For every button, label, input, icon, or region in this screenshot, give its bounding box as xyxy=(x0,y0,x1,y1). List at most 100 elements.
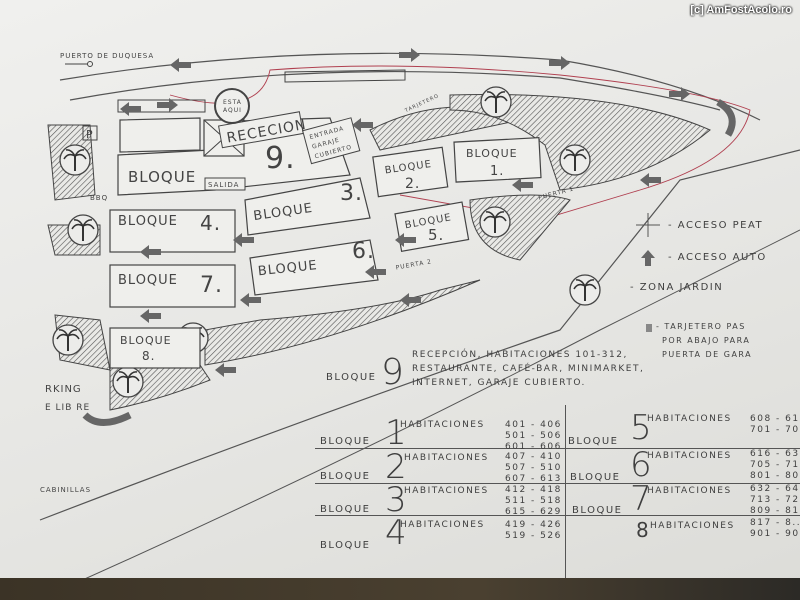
palm-icon xyxy=(559,144,591,176)
block-number: 2. xyxy=(405,176,420,192)
exit-label: SALIDA xyxy=(208,181,239,189)
palm-icon xyxy=(480,86,512,118)
pedestrian-access-icon xyxy=(636,213,660,237)
palm-icon xyxy=(112,366,144,398)
room-range: 607 - 613 xyxy=(505,474,562,484)
block-label: BLOQUE xyxy=(120,334,172,347)
block-label: BLOQUE xyxy=(128,168,196,186)
garden-zone-icon xyxy=(569,274,601,306)
parking-label: E LIB RE xyxy=(45,403,90,413)
room-range: 407 - 410 xyxy=(505,452,562,462)
block-number: 7. xyxy=(200,273,223,298)
rooms-label: HABITACIONES xyxy=(404,453,489,463)
block-number: 8 xyxy=(636,518,651,542)
block-2-building xyxy=(372,146,449,198)
room-range: 616 - 630 xyxy=(750,449,800,459)
you-are-here-text: ESTA xyxy=(223,99,242,106)
room-range: 713 - 720 xyxy=(750,495,800,505)
legend-tarjetero: - TARJETERO PAS xyxy=(656,322,746,331)
room-range: 632 - 646 xyxy=(750,484,800,494)
legend-tarjetero: POR ABAJO PARA xyxy=(662,336,751,345)
room-range: 901 - 90. xyxy=(750,529,800,539)
block-number: 6. xyxy=(352,239,375,264)
block-label: BLOQUE xyxy=(118,214,178,229)
route-line xyxy=(169,65,751,221)
block-number: 4. xyxy=(200,211,221,235)
room-range: 809 - 816 xyxy=(750,506,800,516)
room-range: 615 - 629 xyxy=(505,507,562,517)
block-label: BLOQUE xyxy=(466,147,518,160)
room-range: 401 - 406 xyxy=(505,420,562,430)
room-range: 412 - 418 xyxy=(505,485,562,495)
room-range: 801 - 808 xyxy=(750,471,800,481)
bloque9-line: RESTAURANTE, CAFÉ-BAR, MINIMARKET, xyxy=(412,364,645,374)
block-8-building xyxy=(109,327,201,369)
palm-icon xyxy=(59,144,91,176)
rooms-label: HABITACIONES xyxy=(650,521,735,531)
curved-arrow-icon xyxy=(82,411,132,426)
rooms-label: HABITACIONES xyxy=(404,486,489,496)
block-number: 3 xyxy=(385,480,409,520)
rooms-label: HABITACIONES xyxy=(647,486,732,496)
rooms-label: HABITACIONES xyxy=(400,420,485,430)
road-label: PUERTO DE DUQUESA xyxy=(60,52,154,60)
block-number: 5. xyxy=(428,226,444,244)
room-range: 501 - 506 xyxy=(505,431,562,441)
bloque9-line: INTERNET, GARAJE CUBIERTO. xyxy=(412,378,586,388)
room-range: 705 - 712 xyxy=(750,460,800,470)
legend-tarjetero: PUERTA DE GARA xyxy=(662,350,753,359)
block-word: BLOQUE xyxy=(320,540,371,551)
block-number: 3. xyxy=(340,181,363,206)
room-range: 817 - 8.. xyxy=(750,518,800,528)
palm-icon xyxy=(479,206,511,238)
tarjetero-icon xyxy=(646,324,652,332)
block-word: BLOQUE xyxy=(320,471,371,482)
bloque9-num: 9 xyxy=(381,352,406,393)
rooms-label: HABITACIONES xyxy=(647,451,732,461)
legend-vehicle: - ACCESO AUTO xyxy=(668,252,767,263)
garden-zone xyxy=(449,93,711,191)
block-number: 2 xyxy=(385,447,409,487)
curved-arrow-icon xyxy=(716,98,736,137)
vehicle-access-icon xyxy=(641,250,655,266)
palm-icon xyxy=(67,214,99,246)
room-range: 519 - 526 xyxy=(505,531,562,541)
block-7-building xyxy=(109,264,236,308)
block-word: BLOQUE xyxy=(320,436,371,447)
parking-sign xyxy=(82,125,98,141)
block-label: BLOQUE xyxy=(118,273,178,288)
block-number: 8. xyxy=(142,349,155,363)
palm-icon xyxy=(52,324,84,356)
block-3-building xyxy=(244,177,371,236)
block-number: 1. xyxy=(490,164,504,179)
room-range: 608 - 614 xyxy=(750,414,800,424)
bbq-label: BBQ xyxy=(90,194,108,202)
room-range: 507 - 510 xyxy=(505,463,562,473)
legend-pedestrian: - ACCESO PEAT xyxy=(668,220,764,231)
block-number: 1 xyxy=(385,413,409,453)
block-label: BLOQUE xyxy=(257,258,318,279)
cabins-label: CABINILLAS xyxy=(40,486,91,494)
bloque9-word: BLOQUE xyxy=(326,372,377,383)
you-are-here-text: AQUI xyxy=(223,107,242,114)
block-number: 4 xyxy=(385,513,409,553)
block-1-building xyxy=(453,137,542,183)
block-number: 9. xyxy=(265,141,296,176)
block-word: BLOQUE xyxy=(320,504,371,515)
block-6-building xyxy=(249,239,379,296)
watermark: [c] AmFostAcolo.ro xyxy=(690,4,792,16)
bloque9-line: RECEPCIÓN, HABITACIONES 101-312, xyxy=(412,350,628,360)
room-range: 601 - 606 xyxy=(505,442,562,452)
room-range: 511 - 518 xyxy=(505,496,562,506)
rooms-label: HABITACIONES xyxy=(400,520,485,530)
gate-2-label: PUERTA 2 xyxy=(395,258,432,271)
block-4-building xyxy=(109,209,236,253)
block-word: BLOQUE xyxy=(572,505,623,516)
table-surface xyxy=(0,578,800,600)
parking-symbol: P xyxy=(86,128,94,141)
block-word: BLOQUE xyxy=(568,436,619,447)
room-range: 419 - 426 xyxy=(505,520,562,530)
parking-label: RKING xyxy=(45,384,82,395)
room-range: 701 - 704 xyxy=(750,425,800,435)
